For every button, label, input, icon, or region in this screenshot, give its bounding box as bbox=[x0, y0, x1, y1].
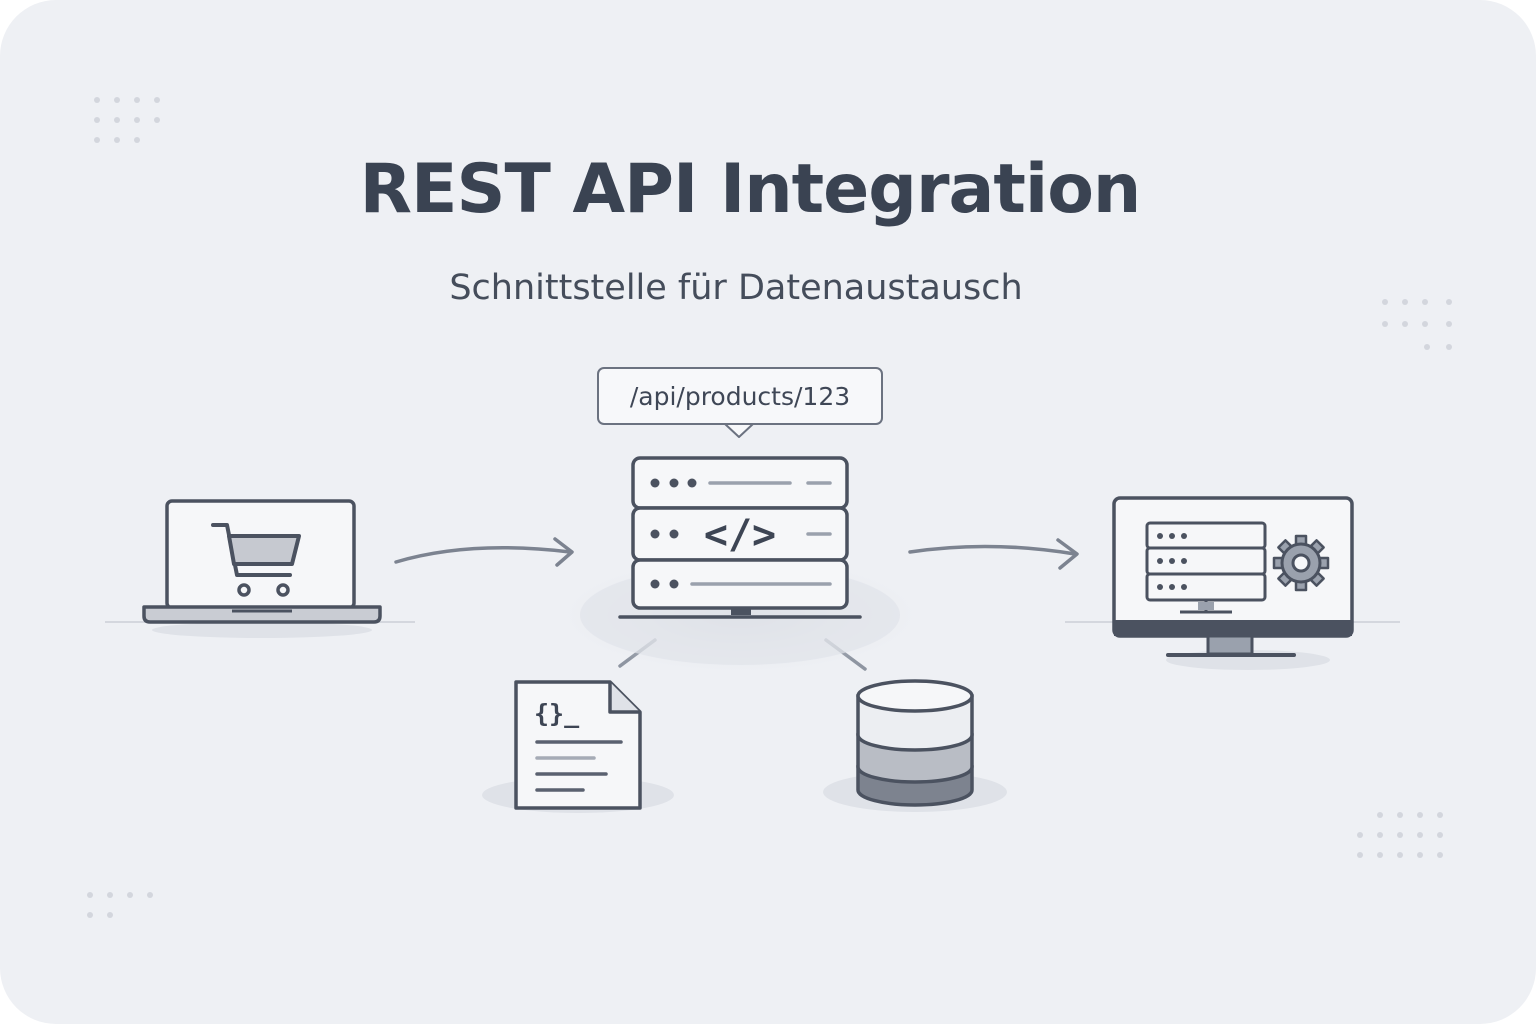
api-server-stack-icon: </> bbox=[560, 423, 920, 673]
shopping-cart-icon bbox=[211, 523, 301, 597]
endpoint-label: /api/products/123 bbox=[597, 367, 883, 425]
database-icon bbox=[823, 679, 1007, 812]
server-mini-icon bbox=[1145, 521, 1267, 614]
dot-grid-decoration bbox=[87, 97, 1452, 918]
json-document-icon: {}_ bbox=[482, 680, 674, 813]
gear-icon bbox=[1272, 534, 1330, 592]
arrow-to-client bbox=[908, 538, 1079, 570]
monitor-server-gear-icon bbox=[1112, 496, 1354, 670]
page-subtitle: Schnittstelle für Datenaustausch bbox=[449, 268, 1023, 308]
code-symbol: </> bbox=[704, 512, 776, 558]
json-symbol: {}_ bbox=[534, 699, 580, 728]
shopping-cart-laptop-icon bbox=[142, 499, 382, 638]
arrow-to-api bbox=[394, 537, 574, 567]
page-title: REST API Integration bbox=[359, 150, 1142, 229]
